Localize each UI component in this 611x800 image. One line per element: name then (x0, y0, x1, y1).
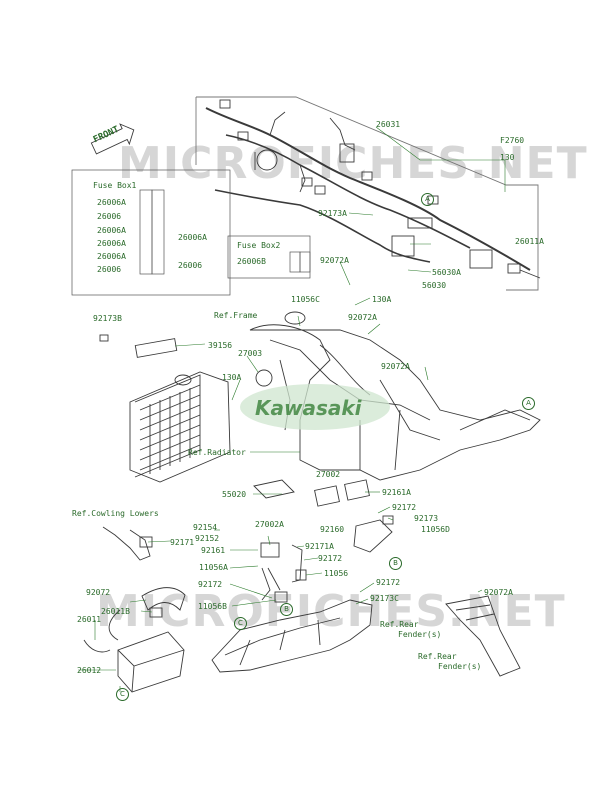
part-label: 92161A (382, 488, 411, 497)
ref-rear-fender-sub: Fender(s) (438, 662, 482, 671)
part-label: 92072A (381, 362, 410, 371)
part-label: 92172 (376, 578, 401, 587)
kawasaki-logo (240, 384, 390, 430)
part-label: 26011A (515, 237, 544, 246)
part-label: 92172 (392, 503, 417, 512)
part-label: 130A (372, 295, 392, 304)
part-label: 92072A (484, 588, 513, 597)
figure-code: F2760 (500, 136, 525, 145)
part-label: 92152 (195, 534, 220, 543)
part-label: 92072 (86, 588, 111, 597)
fuse-box1-row: 26006A (97, 198, 126, 207)
part-label: 56030 (422, 281, 447, 290)
part-label: 92161 (201, 546, 226, 555)
fuse-box1-title: Fuse Box1 (93, 181, 137, 190)
ref-radiator: Ref.Radiator (188, 448, 246, 457)
fuse-box1-row: 26006 (97, 265, 122, 274)
ref-rear-fender-sub: Fender(s) (398, 630, 442, 639)
radiator-drawing (129, 371, 231, 483)
part-label: 92172 (318, 554, 343, 563)
part-label: 11056D (421, 525, 450, 534)
fuse-box2-title: Fuse Box2 (237, 241, 281, 250)
part-label: 130 (500, 153, 515, 162)
callout-b: B (280, 603, 293, 616)
front-arrow-icon (90, 123, 135, 155)
part-label: 26011 (77, 615, 102, 624)
part-label: 92171 (170, 538, 195, 547)
fuse-box1-row: 26006A (97, 239, 126, 248)
callout-a: A (421, 193, 434, 206)
part-label: 92173C (370, 594, 399, 603)
part-label: 92171A (305, 542, 334, 551)
part-label: 26031 (376, 120, 401, 129)
part-label: 26012 (77, 666, 102, 675)
kawasaki-logo-text: Kawasaki (255, 396, 362, 420)
part-label: 92172 (198, 580, 223, 589)
ref-frame: Ref.Frame (214, 311, 258, 320)
battery-drawing (117, 631, 185, 693)
part-label: 11056B (198, 602, 227, 611)
fuse-box1-row: 26006 (97, 212, 122, 221)
callout-c: C (116, 688, 129, 701)
part-label: 92072A (320, 256, 349, 265)
fuse-box2-row: 26006B (237, 257, 266, 266)
fuse-box1-row: 26006A (97, 252, 126, 261)
part-label: 130A (222, 373, 242, 382)
callout-c: C (234, 617, 247, 630)
part-label: 11056C (291, 295, 320, 304)
part-label: 55020 (222, 490, 247, 499)
fuse-box1-right-label: 26006 (178, 261, 203, 270)
part-label: 56030A (432, 268, 461, 277)
subframe-drawing (211, 599, 373, 673)
part-label: 27003 (238, 349, 263, 358)
part-label: 92173A (318, 209, 347, 218)
part-label: 92154 (193, 523, 218, 532)
fuse-box1-row: 26006A (97, 226, 126, 235)
callout-b: B (389, 557, 402, 570)
part-label: 92173B (93, 314, 122, 323)
part-label: 39156 (208, 341, 233, 350)
part-label: 27002A (255, 520, 284, 529)
fuse-box1-right-label: 26006A (178, 233, 207, 242)
part-label: 11056A (199, 563, 228, 572)
part-label: 27002 (316, 470, 341, 479)
part-label: 11056 (324, 569, 349, 578)
callout-a: A (522, 397, 535, 410)
watermark-bottom: MICROFICHES.NET (96, 586, 566, 637)
ref-rear-fender: Ref.Rear (380, 620, 419, 629)
part-label: 92160 (320, 525, 345, 534)
part-label: 92173 (414, 514, 439, 523)
part-label: 26011B (101, 607, 130, 616)
part-label: 92072A (348, 313, 377, 322)
ref-cowling: Ref.Cowling Lowers (72, 509, 159, 518)
ref-rear-fender: Ref.Rear (418, 652, 457, 661)
